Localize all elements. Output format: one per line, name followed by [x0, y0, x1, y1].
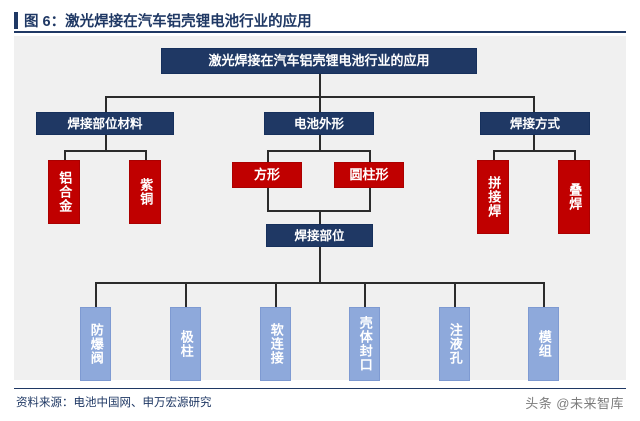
source-text: 资料来源：电池中国网、申万宏源研究	[16, 397, 212, 409]
connector-material-left	[64, 150, 66, 160]
connector-shape-bus	[267, 150, 371, 152]
node-welding-material-label: 焊接部位材料	[67, 116, 143, 131]
connector-material-stem	[105, 134, 107, 150]
node-flexible-connection-label: 软连接	[268, 323, 284, 365]
footer-divider	[14, 388, 626, 389]
node-aluminum-alloy[interactable]: 铝合金	[48, 160, 80, 224]
node-terminal-post[interactable]: 极柱	[170, 307, 201, 381]
connector-weldpos-stem	[319, 210, 321, 224]
node-copper[interactable]: 紫铜	[129, 160, 161, 224]
connector-square-down	[267, 188, 269, 210]
connector-to-material	[105, 96, 107, 112]
node-lap-weld-label: 叠焊	[567, 183, 583, 211]
node-prismatic-label: 方形	[253, 166, 280, 182]
connector-method-right	[574, 150, 576, 160]
node-lap-weld[interactable]: 叠焊	[558, 160, 590, 234]
figure-title-bar: 图 6：激光焊接在汽车铝壳锂电池行业的应用	[14, 9, 626, 31]
node-electrolyte-filling-hole-label: 注液孔	[447, 323, 463, 365]
node-root-label: 激光焊接在汽车铝壳锂电池行业的应用	[208, 52, 430, 68]
connector-root-stem	[319, 74, 321, 96]
title-divider	[14, 31, 626, 33]
connector-to-shape	[319, 96, 321, 112]
node-module[interactable]: 模组	[528, 307, 559, 381]
node-case-sealing-label: 壳体封口	[357, 316, 373, 372]
diagram-canvas: 激光焊接在汽车铝壳锂电池行业的应用 焊接部位材料 电池外形 焊接方式 铝合金 紫…	[14, 36, 626, 381]
connector-material-bus	[64, 150, 147, 152]
connector-weldpos-down	[319, 246, 321, 282]
node-case-sealing[interactable]: 壳体封口	[349, 307, 380, 381]
node-weld-position[interactable]: 焊接部位	[266, 224, 373, 247]
node-copper-label: 紫铜	[138, 178, 154, 206]
connector-weldpos-bus	[95, 282, 544, 284]
node-welding-method-label: 焊接方式	[509, 116, 560, 131]
node-cylindrical-label: 圆柱形	[349, 166, 389, 182]
node-welding-material[interactable]: 焊接部位材料	[36, 112, 174, 135]
connector-leaf-2	[185, 282, 187, 307]
node-weld-position-label: 焊接部位	[294, 228, 345, 243]
connector-method-stem	[533, 134, 535, 150]
node-battery-shape-label: 电池外形	[293, 116, 344, 131]
watermark: 头条 @未来智库	[525, 396, 624, 411]
connector-material-right	[145, 150, 147, 160]
node-cylindrical[interactable]: 圆柱形	[334, 162, 404, 188]
connector-shape-stem	[319, 134, 321, 150]
connector-leaf-3	[275, 282, 277, 307]
node-root[interactable]: 激光焊接在汽车铝壳锂电池行业的应用	[161, 48, 477, 74]
title-accent-bar	[14, 11, 18, 29]
node-battery-shape[interactable]: 电池外形	[264, 112, 374, 135]
connector-cylinder-down	[369, 188, 371, 210]
connector-shape-left	[267, 150, 269, 162]
connector-shape-right	[369, 150, 371, 162]
figure-title: 图 6：激光焊接在汽车铝壳锂电池行业的应用	[24, 13, 312, 30]
connector-leaf-6	[543, 282, 545, 307]
connector-leaf-4	[364, 282, 366, 307]
connector-method-bus	[493, 150, 576, 152]
node-splice-weld-label: 拼接焊	[486, 176, 502, 218]
node-electrolyte-filling-hole[interactable]: 注液孔	[439, 307, 470, 381]
node-flexible-connection[interactable]: 软连接	[260, 307, 291, 381]
connector-to-method	[533, 96, 535, 112]
node-splice-weld[interactable]: 拼接焊	[477, 160, 509, 234]
connector-method-left	[493, 150, 495, 160]
node-terminal-post-label: 极柱	[178, 330, 194, 358]
connector-leaf-5	[454, 282, 456, 307]
node-explosion-proof-valve-label: 防爆阀	[88, 323, 104, 365]
connector-leaf-1	[95, 282, 97, 307]
node-welding-method[interactable]: 焊接方式	[480, 112, 590, 135]
node-explosion-proof-valve[interactable]: 防爆阀	[80, 307, 111, 381]
node-module-label: 模组	[536, 330, 552, 358]
node-aluminum-alloy-label: 铝合金	[57, 171, 73, 213]
node-prismatic[interactable]: 方形	[232, 162, 302, 188]
